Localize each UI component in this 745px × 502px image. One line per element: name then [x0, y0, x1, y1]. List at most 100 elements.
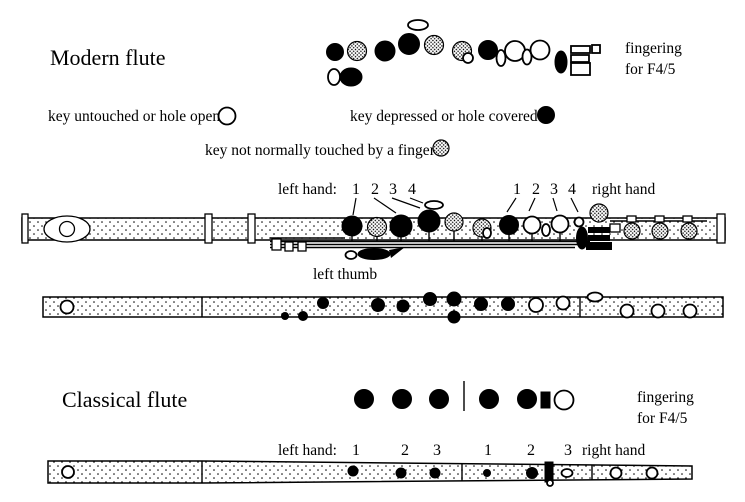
key-shape: [341, 215, 363, 237]
left-thumb-covered-key: [357, 248, 391, 260]
classical-title: Classical flute: [62, 387, 187, 412]
key-shape: [553, 389, 575, 411]
key-shape: [546, 479, 554, 487]
key-shape: [550, 214, 570, 234]
key-shape: [576, 226, 588, 250]
key-shape: [423, 292, 437, 306]
classical-caption-line2: for F4/5: [637, 410, 688, 427]
modern-left-thumb-label: left thumb: [313, 266, 377, 283]
key-shape: [560, 468, 574, 478]
key-shape: [462, 52, 474, 64]
key-shape: [354, 389, 374, 409]
classical-right-finger-3: 3: [564, 442, 572, 459]
key-shape: [541, 223, 551, 237]
key-shape: [495, 49, 507, 67]
key-shape: [417, 209, 441, 233]
key-shape: [680, 222, 698, 240]
legend-symbols: [217, 106, 555, 157]
key-shape: [570, 45, 591, 54]
key-shape: [586, 291, 604, 303]
key-shape: [554, 50, 568, 74]
trill-key: [588, 227, 610, 233]
key-shape: [429, 389, 449, 409]
key-shape: [326, 43, 344, 61]
key-shape: [573, 216, 585, 228]
classical-left-hand-label: left hand:: [278, 442, 337, 459]
key-shape: [389, 214, 413, 238]
key-shape: [522, 215, 542, 235]
modern-left-finger-1: 1: [352, 181, 360, 198]
embouchure-hole: [59, 299, 75, 315]
finger-leader-lines: [352, 197, 579, 216]
modern-fingering-row: [326, 19, 601, 87]
modern-left-finger-3: 3: [389, 181, 397, 198]
thumb-covered-key: [339, 67, 363, 87]
key-shape: [429, 467, 441, 479]
key-shape: [371, 298, 385, 312]
key-shape: [474, 297, 488, 311]
key-shape: [517, 389, 537, 409]
classical-flute-body: [47, 460, 693, 484]
modern-title: Modern flute: [50, 45, 165, 70]
modern-left-finger-2: 2: [371, 181, 379, 198]
classical-left-finger-2: 2: [401, 442, 409, 459]
key-shape: [589, 203, 609, 223]
key-shape: [395, 467, 407, 479]
key-shape: [521, 48, 533, 66]
key-shape: [570, 62, 591, 76]
key-shape: [396, 299, 410, 313]
legend-dotted-circle: [432, 139, 450, 157]
classical-caption-line1: fingering: [637, 389, 694, 406]
modern-schematic-holes: [59, 291, 698, 324]
key-shape: [623, 222, 641, 240]
thumb-open-key: [327, 68, 341, 86]
legend-open-circle: [217, 106, 237, 126]
left-thumb-open-key: [344, 250, 358, 260]
modern-right-hand-label: right hand: [592, 181, 656, 198]
legend-open-label: key untouched or hole open:: [48, 108, 224, 125]
key-shape: [317, 297, 329, 309]
key-lever: [544, 461, 554, 483]
key-symbol: [540, 391, 551, 409]
key-shape: [366, 216, 388, 238]
key-shape: [347, 465, 359, 477]
key-shape: [478, 40, 498, 60]
key-shape: [651, 222, 669, 240]
key-shape: [479, 389, 499, 409]
legend-filled-circle: [537, 106, 555, 124]
key-shape: [398, 33, 420, 55]
key-shape: [446, 291, 462, 307]
classical-holes: [61, 461, 659, 487]
key-shape: [444, 212, 464, 232]
key-shape: [619, 303, 635, 319]
legend-covered-label: key depressed or hole covered:: [350, 108, 542, 125]
thumb-key-pointer: [389, 247, 405, 258]
key-shape: [529, 39, 551, 61]
key-shape: [650, 303, 666, 319]
modern-left-hand-label: left hand:: [278, 181, 337, 198]
key-shape: [501, 297, 515, 311]
key-shape: [570, 54, 590, 63]
modern-caption-line1: fingering: [625, 40, 682, 57]
modern-right-finger-2: 2: [532, 181, 540, 198]
embouchure-hole: [58, 220, 76, 238]
key-shape: [281, 312, 289, 320]
key-shape: [682, 303, 698, 319]
legend-untouched-label: key not normally touched by a finger:: [205, 142, 439, 159]
key-shape: [609, 466, 623, 480]
key-shape: [528, 297, 544, 313]
modern-left-finger-4: 4: [408, 181, 416, 198]
key-shape: [407, 19, 429, 31]
key-shape: [645, 466, 659, 480]
key-shape: [423, 34, 445, 56]
classical-right-finger-2: 2: [527, 442, 535, 459]
key-shape: [346, 40, 368, 62]
key-shape: [499, 215, 519, 235]
modern-right-finger-4: 4: [568, 181, 576, 198]
classical-left-finger-1: 1: [352, 442, 360, 459]
key-shape: [482, 227, 492, 239]
key-shape: [298, 311, 308, 321]
classical-fingering-row: [354, 389, 575, 411]
